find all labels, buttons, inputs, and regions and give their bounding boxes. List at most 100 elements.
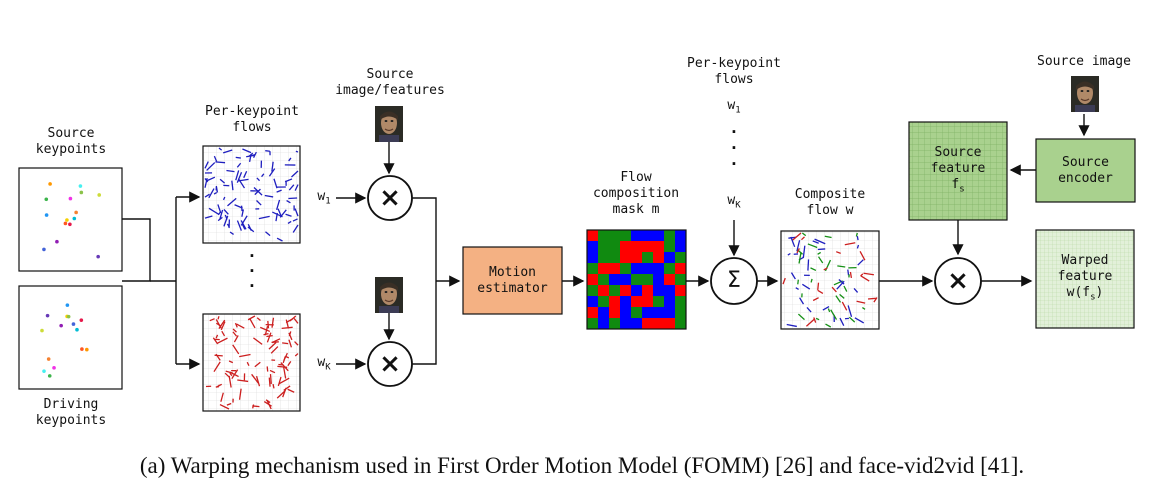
keypoint-dot <box>71 322 76 326</box>
flow-vector <box>213 361 221 373</box>
mask-cell <box>609 318 621 330</box>
flow-vector <box>288 331 292 337</box>
mask-cell <box>664 230 676 242</box>
flow-vector <box>838 279 845 285</box>
mask-cell <box>609 307 621 319</box>
flow-vector <box>233 335 239 343</box>
flow-vector <box>208 207 220 215</box>
keypoint-dot <box>44 197 49 202</box>
flow-vector <box>801 232 807 237</box>
flow-vector <box>232 344 240 355</box>
flow-vector <box>237 379 249 383</box>
flow-vector <box>253 337 263 345</box>
flow-vector <box>798 252 802 264</box>
face-to-multiply-arrows <box>336 142 461 370</box>
keypoint-dot <box>74 210 78 215</box>
flow-vector <box>213 155 218 162</box>
flow-box-bottom <box>202 313 301 412</box>
flow-vector <box>269 369 276 374</box>
flow-vector <box>782 277 786 285</box>
flow-vector <box>246 361 250 366</box>
mask-cell <box>631 274 643 286</box>
mask-cell <box>675 241 687 253</box>
vdots-left: ··· <box>247 246 257 295</box>
flow-vector <box>243 171 248 179</box>
flow-vector <box>283 385 291 391</box>
mask-cell <box>587 241 599 253</box>
mask-cell <box>642 318 654 330</box>
flow-vector <box>204 161 209 169</box>
keypoint-dot <box>79 190 84 195</box>
flow-vector <box>270 346 279 354</box>
mask-cell <box>664 274 676 286</box>
mask-cell <box>675 307 687 319</box>
flow-vector <box>817 256 824 264</box>
flow-vector <box>867 297 876 300</box>
multiply-symbol-bottom: × <box>379 349 401 379</box>
flow-vector <box>277 376 282 387</box>
flow-vector <box>825 323 832 328</box>
flow-vector <box>250 154 256 157</box>
flow-vector <box>268 342 277 350</box>
flow-vector <box>223 215 229 227</box>
flow-vector <box>847 305 853 317</box>
keypoint-dot <box>68 222 72 227</box>
flow-vector <box>807 259 810 271</box>
flow-vector <box>817 248 826 251</box>
flow-vector <box>841 301 848 311</box>
keypoint-dot <box>46 357 51 361</box>
flow-vector <box>264 194 274 198</box>
flow-vector <box>218 147 223 151</box>
keypoint-dot <box>65 303 70 307</box>
flow-vector <box>276 189 282 193</box>
flow-vector <box>856 300 866 304</box>
flow-vector <box>844 242 856 246</box>
flow-vector <box>206 162 216 171</box>
mask-cell <box>653 307 665 319</box>
keypoint-dot <box>80 347 84 351</box>
flow-vector <box>219 178 226 184</box>
flow-vector <box>235 156 241 159</box>
source-feature-box <box>908 121 1008 221</box>
wk-label-left: wK <box>317 355 331 373</box>
mask-cell <box>598 318 610 330</box>
flow-vector <box>855 232 858 237</box>
flow-vector <box>802 245 806 258</box>
mask-cell <box>664 263 676 275</box>
flow-vector <box>204 193 210 198</box>
mask-cell <box>631 263 643 275</box>
keypoint-dot <box>42 369 46 373</box>
keypoint-dot <box>79 318 84 322</box>
mask-cell <box>620 241 632 253</box>
flow-vector <box>255 375 261 387</box>
mask-cell <box>653 241 665 253</box>
flow-vector <box>294 208 299 217</box>
flow-vector <box>208 188 215 199</box>
mask-cell <box>664 296 676 308</box>
mask-cell <box>642 263 654 275</box>
flow-box-top <box>202 145 301 244</box>
mask-cell <box>587 274 599 286</box>
flow-vector <box>215 161 226 164</box>
mask-cell <box>609 230 621 242</box>
flow-vector <box>815 317 820 321</box>
keypoint-dot <box>78 184 83 188</box>
flow-vector <box>295 150 299 153</box>
mask-cell <box>675 318 687 330</box>
flow-vector <box>225 370 233 374</box>
mask-cell <box>675 285 687 297</box>
mask-cell <box>675 296 687 308</box>
flow-vector <box>285 319 290 329</box>
keypoint-dot <box>59 323 63 328</box>
flow-vector <box>263 401 272 407</box>
flow-vector <box>266 332 272 343</box>
flow-vector <box>786 323 797 328</box>
mask-cell <box>675 274 687 286</box>
keypoint-dot <box>85 347 89 352</box>
source-face-thumb-right <box>1070 75 1100 113</box>
flow-vector <box>839 317 845 326</box>
